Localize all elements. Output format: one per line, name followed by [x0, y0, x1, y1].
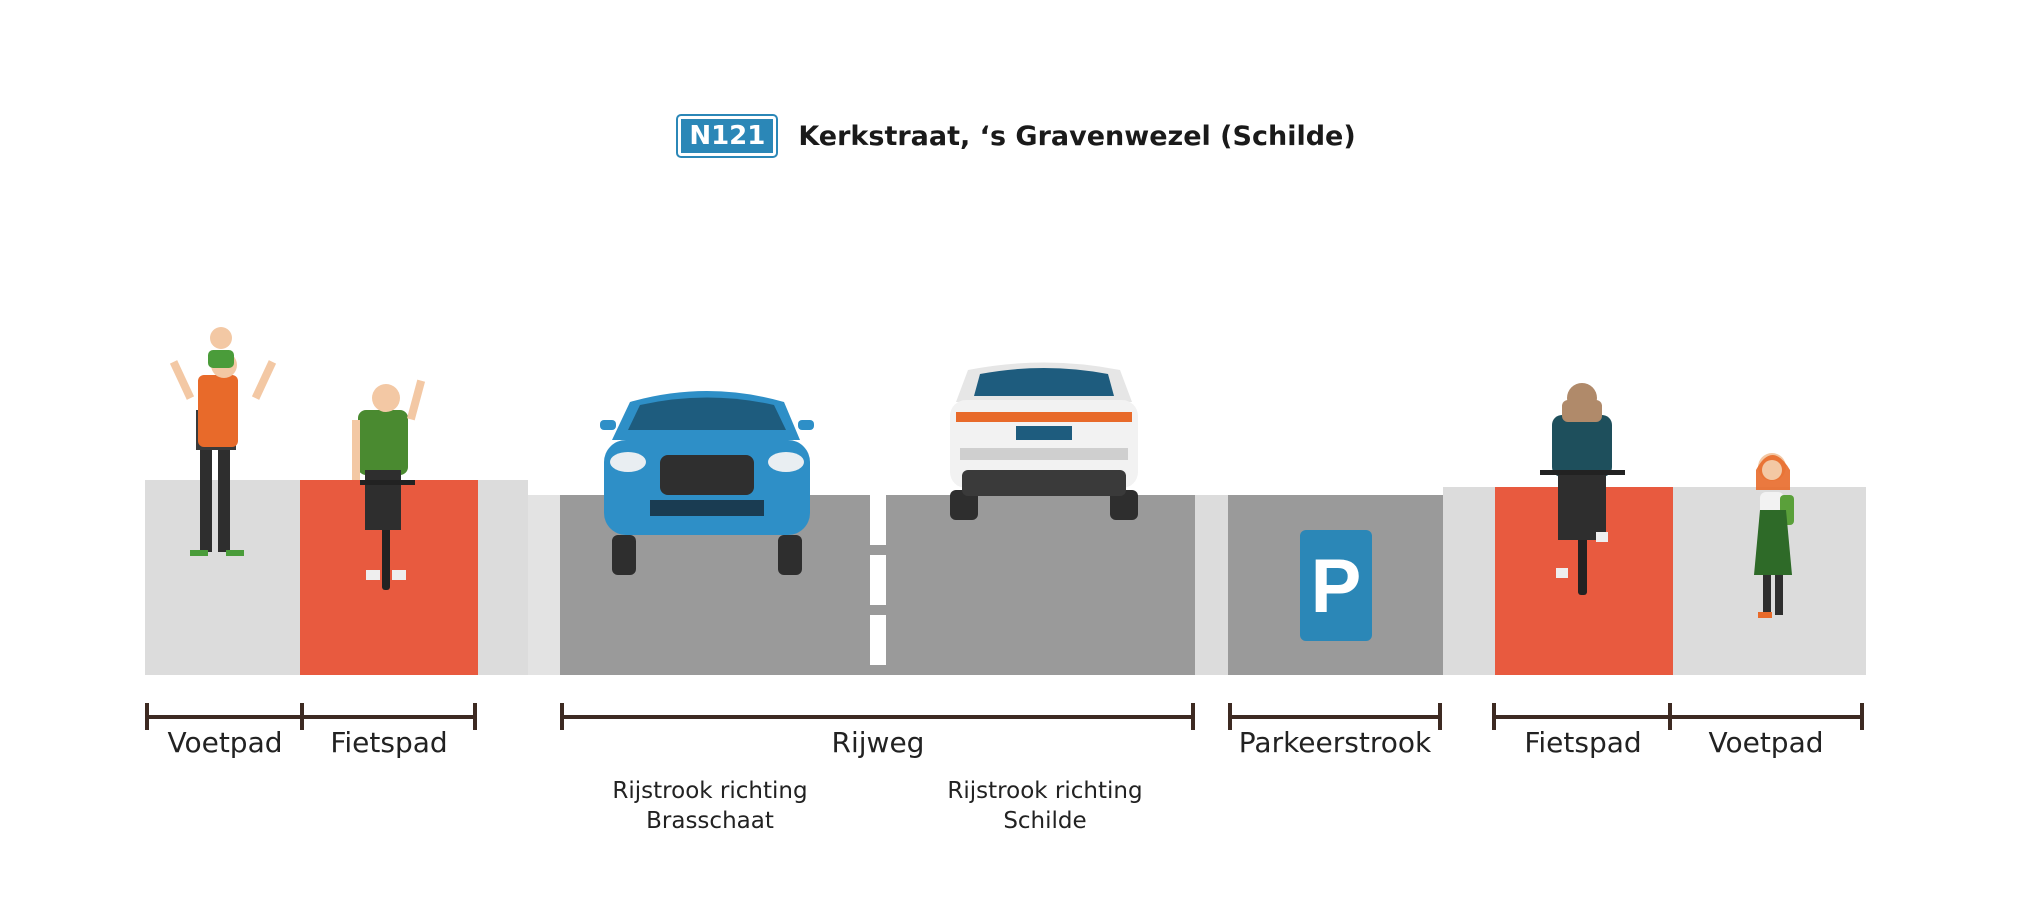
label-parkeerstrook: Parkeerstrook — [1238, 726, 1432, 759]
cyclist-icon — [352, 379, 426, 590]
center-line-dash — [870, 555, 886, 605]
lane-label-brasschaat: Rijstrook richting Brasschaat — [580, 776, 840, 836]
parking-sign-letter: P — [1311, 544, 1362, 629]
center-line-dash — [870, 615, 886, 665]
lane-label-line: Brasschaat — [646, 808, 774, 834]
center-line-dash — [870, 495, 886, 545]
label-fietspad-right: Fietspad — [1524, 726, 1642, 759]
pedestrian-child-icon — [1754, 453, 1794, 618]
lane-label-line: Rijstrook richting — [947, 778, 1143, 804]
dimension-right — [1492, 703, 1864, 730]
label-fietspad-left: Fietspad — [330, 726, 448, 759]
car-front-icon — [600, 391, 814, 575]
dimension-rijweg — [560, 703, 1195, 730]
separator — [1195, 495, 1228, 675]
lane-label-schilde: Rijstrook richting Schilde — [915, 776, 1175, 836]
label-voetpad-right: Voetpad — [1708, 726, 1824, 759]
route-badge: N121 — [676, 114, 779, 158]
dimension-left — [145, 703, 477, 730]
car-rear-icon — [950, 362, 1138, 520]
parking-sign-icon: P — [1300, 530, 1372, 641]
verge-right — [1443, 487, 1495, 675]
label-voetpad-left: Voetpad — [167, 726, 283, 759]
cyclist-rear-icon — [1540, 383, 1625, 595]
dimension-parkeerstrook — [1228, 703, 1442, 730]
verge-left — [478, 480, 528, 675]
lane-label-line: Schilde — [1003, 808, 1087, 834]
title-bar: N121 Kerkstraat, ‘s Gravenwezel (Schilde… — [0, 110, 2034, 162]
pedestrian-with-child-icon — [169, 327, 277, 556]
label-rijweg: Rijweg — [831, 726, 925, 759]
curb-left — [528, 495, 560, 675]
lane-label-line: Rijstrook richting — [612, 778, 808, 804]
street-name: Kerkstraat, ‘s Gravenwezel (Schilde) — [798, 120, 1356, 152]
